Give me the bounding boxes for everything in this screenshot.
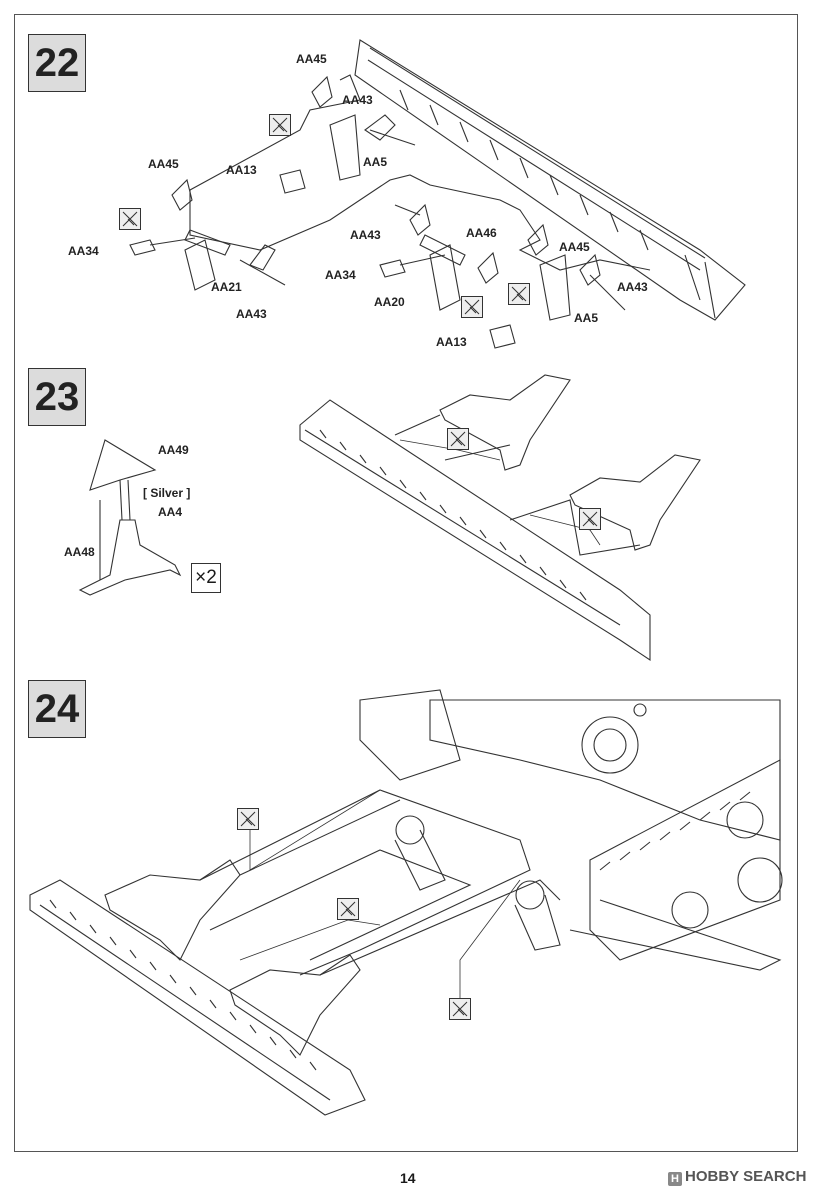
step22-assembly-outline: [189, 74, 651, 271]
watermark-text: HOBBY SEARCH: [685, 1168, 807, 1185]
hobby-search-logo-icon: H: [668, 1172, 682, 1186]
label-aa48: AA48: [64, 545, 95, 559]
label-aa5-right: AA5: [574, 311, 599, 325]
step23-arm-upper: [394, 374, 571, 471]
step24-push-arms: [104, 789, 561, 1056]
step23-arm-lower: [509, 454, 701, 556]
cement-glue-icon: [579, 508, 601, 530]
cement-glue-icon: [461, 296, 483, 318]
label-aa43-mid: AA43: [350, 228, 381, 242]
cement-glue-icon: [447, 428, 469, 450]
label-aa13-top: AA13: [226, 163, 257, 177]
label-aa43-left: AA43: [236, 307, 267, 321]
step-23-number: 23: [28, 368, 86, 426]
quantity-multiplier-box: ×2: [191, 563, 221, 593]
label-aa21: AA21: [211, 280, 242, 294]
page-frame: [14, 14, 798, 1152]
label-aa4: AA4: [158, 505, 183, 519]
step-22-number: 22: [28, 34, 86, 92]
step22-right-parts: [379, 203, 626, 349]
step22-upper-parts: [279, 75, 416, 194]
page-number: 14: [400, 1170, 416, 1186]
label-aa34-left: AA34: [68, 244, 99, 258]
step23-blade: [299, 399, 651, 662]
label-aa45-left: AA45: [148, 157, 179, 171]
cement-glue-icon: [237, 808, 259, 830]
cement-glue-icon: [337, 898, 359, 920]
label-aa45-top: AA45: [296, 52, 327, 66]
label-aa49: AA49: [158, 443, 189, 457]
label-aa45-right: AA45: [559, 240, 590, 254]
label-silver: [ Silver ]: [143, 486, 191, 500]
cement-glue-icon: [508, 283, 530, 305]
step22-left-parts: [129, 178, 286, 291]
label-aa20: AA20: [374, 295, 405, 309]
label-aa34-right: AA34: [325, 268, 356, 282]
label-aa5-top: AA5: [363, 155, 388, 169]
cement-glue-icon: [119, 208, 141, 230]
step24-blade: [29, 879, 366, 1116]
step24-tracks: [359, 689, 783, 971]
cement-glue-icon: [269, 114, 291, 136]
step-24-number: 24: [28, 680, 86, 738]
label-aa43-right: AA43: [617, 280, 648, 294]
label-aa43-top: AA43: [342, 93, 373, 107]
step23-stand: [78, 439, 182, 596]
leader-lines: [239, 439, 601, 1020]
cement-glue-icon: [449, 998, 471, 1020]
step24-vehicle-hull: [429, 699, 781, 841]
step22-blade: [354, 39, 746, 321]
label-aa46: AA46: [466, 226, 497, 240]
label-aa13-bottom: AA13: [436, 335, 467, 349]
